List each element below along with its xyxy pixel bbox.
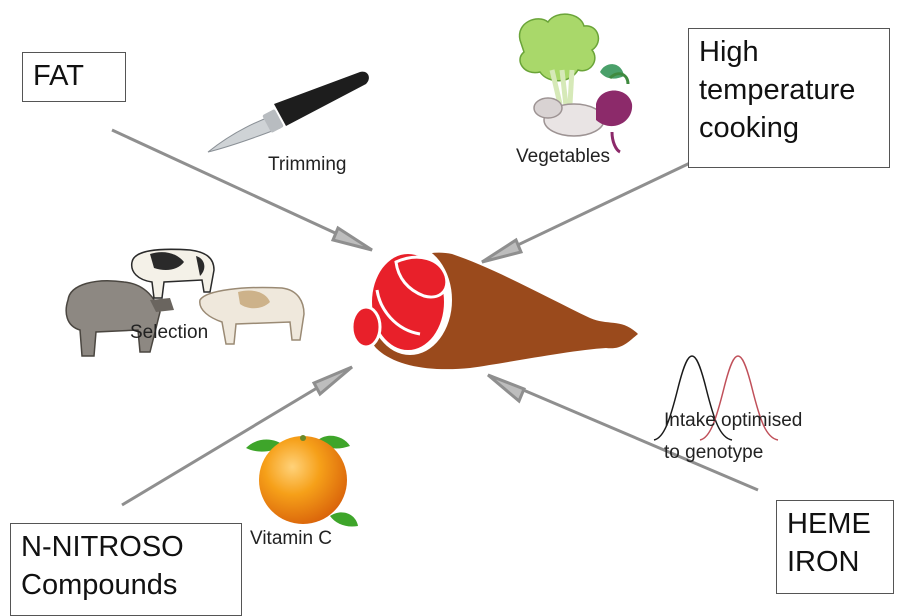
ham-meat-icon xyxy=(352,245,638,369)
vegetables-icon xyxy=(520,14,633,152)
label-trimming: Trimming xyxy=(268,154,346,176)
factor-box-nitroso: N-NITROSO Compounds xyxy=(10,523,242,616)
factor-nitroso-line-2: Compounds xyxy=(21,566,231,604)
arrow-high-temperature xyxy=(482,163,690,262)
factor-box-high-temperature: High temperature cooking xyxy=(688,28,890,168)
label-genotype-line-1: Intake optimised xyxy=(664,410,802,432)
label-selection: Selection xyxy=(130,322,208,344)
factor-high-temp-line-1: High xyxy=(699,33,879,71)
orange-icon xyxy=(246,435,358,527)
factor-box-fat: FAT xyxy=(22,52,126,102)
factor-heme-line-2: IRON xyxy=(787,543,883,581)
factor-heme-line-1: HEME xyxy=(787,505,883,543)
factor-high-temp-line-2: temperature xyxy=(699,71,879,109)
factor-nitroso-line-1: N-NITROSO xyxy=(21,528,231,566)
arrow-fat xyxy=(112,130,372,250)
label-vegetables: Vegetables xyxy=(516,146,610,168)
factor-box-heme: HEME IRON xyxy=(776,500,894,594)
label-genotype-line-2: to genotype xyxy=(664,442,763,464)
arrow-heme xyxy=(488,375,758,490)
label-vitamin-c: Vitamin C xyxy=(250,528,332,550)
factor-high-temp-line-3: cooking xyxy=(699,109,879,147)
factor-fat-line-1: FAT xyxy=(33,57,115,95)
knife-icon xyxy=(208,72,369,152)
